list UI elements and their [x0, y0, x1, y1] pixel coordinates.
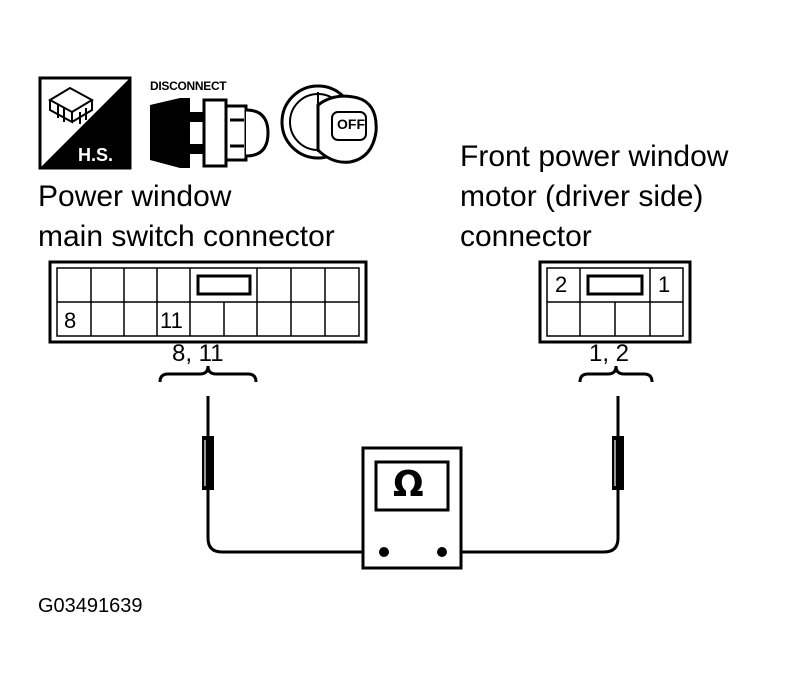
disconnect-icon-label: DISCONNECT [150, 79, 227, 93]
right-connector-label-line3: connector [460, 220, 592, 253]
figure-code: G03491639 [38, 595, 143, 617]
ohm-symbol: Ω [393, 464, 424, 505]
left-connector-label-line2: main switch connector [38, 220, 335, 253]
left-connector-pin-8: 8 [64, 308, 77, 333]
left-connector-terminals: 8, 11 [172, 340, 224, 367]
right-connector-pin-1: 1 [658, 272, 671, 297]
hs-icon [38, 76, 132, 170]
left-connector-label-line1: Power window [38, 180, 232, 213]
right-connector-pin-2: 2 [555, 272, 568, 297]
ignition-key-off-label: OFF [337, 116, 365, 132]
hs-icon-label: H.S. [78, 145, 114, 165]
front-power-window-motor-connector [538, 260, 692, 383]
right-connector-label-line1: Front power window [460, 140, 729, 173]
right-connector-terminals: 1, 2 [589, 340, 630, 367]
power-window-main-switch-connector [48, 260, 368, 383]
ignition-key-off-icon [280, 84, 378, 164]
ohmmeter-icon [361, 446, 463, 570]
test-leads [206, 396, 620, 554]
right-connector-label-line2: motor (driver side) [460, 180, 704, 213]
disconnect-icon [150, 98, 270, 168]
left-connector-pin-11: 11 [160, 308, 183, 333]
